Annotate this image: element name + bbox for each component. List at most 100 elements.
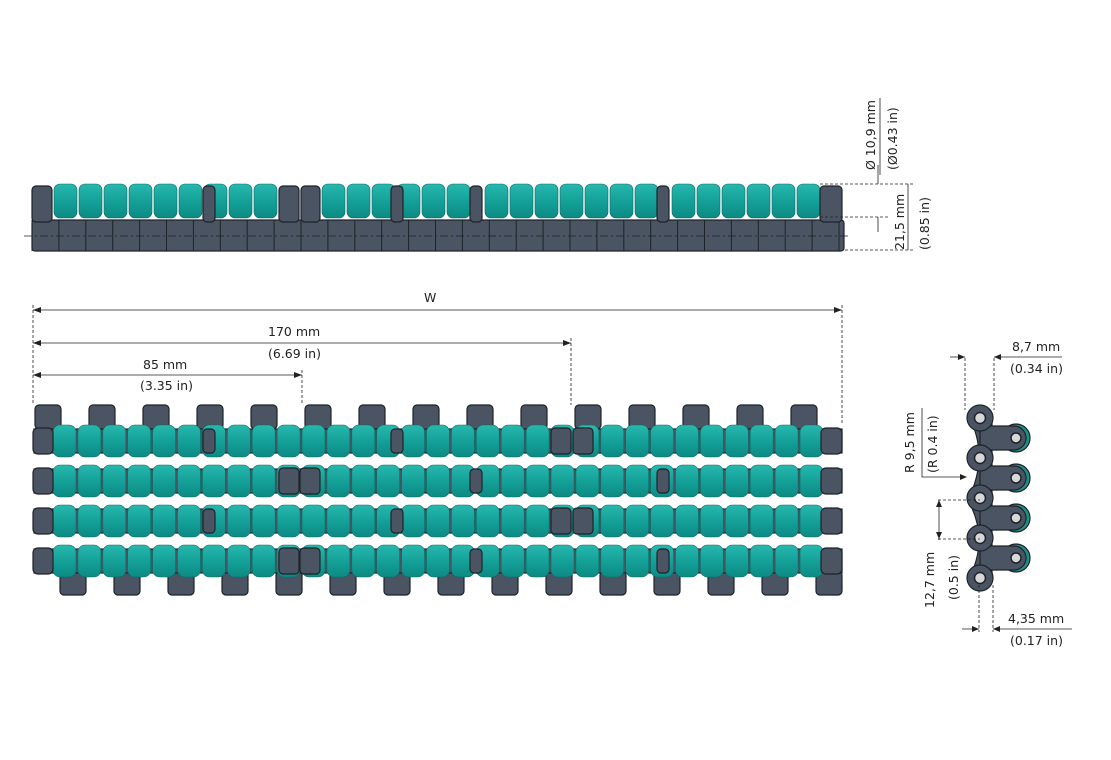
- roller: [376, 464, 401, 498]
- roller: [550, 544, 575, 578]
- roller: [749, 424, 774, 458]
- roller: [78, 183, 103, 219]
- roller: [500, 464, 525, 498]
- offset-in-label: (0.17 in): [1010, 633, 1063, 648]
- roller: [251, 504, 276, 538]
- roller: [675, 464, 699, 498]
- edge-cap: [572, 507, 594, 535]
- offset-mm-label: 4,35 mm: [1008, 611, 1064, 626]
- roller-axle: [1010, 432, 1022, 444]
- roller: [796, 183, 821, 219]
- roller: [152, 424, 176, 458]
- dim-170-mm-label: 170 mm: [268, 324, 320, 339]
- roller: [52, 504, 77, 538]
- retainer: [656, 548, 670, 574]
- side-plate: [390, 185, 404, 223]
- roller: [451, 424, 475, 458]
- roller: [675, 504, 699, 538]
- retainer: [390, 428, 404, 454]
- roller: [178, 183, 203, 219]
- roller: [749, 544, 774, 578]
- roller: [575, 464, 600, 498]
- roller: [724, 544, 749, 578]
- roller: [52, 424, 77, 458]
- plan-view-dimensions: W 170 mm (6.69 in) 85 mm (3.35 in): [32, 290, 843, 425]
- edge-cap: [299, 547, 321, 575]
- roller: [351, 424, 376, 458]
- pitch-in-label: (0.5 in): [946, 555, 961, 600]
- thickness-mm-label: 8,7 mm: [1012, 339, 1060, 354]
- roller: [609, 183, 634, 219]
- roller: [103, 183, 128, 219]
- thickness-in-label: (0.34 in): [1010, 361, 1063, 376]
- roller: [127, 424, 151, 458]
- roller: [559, 183, 584, 219]
- roller: [127, 544, 151, 578]
- side-view: [24, 183, 850, 252]
- roller: [52, 544, 77, 578]
- retainer: [202, 428, 216, 454]
- pitch-mm-label: 12,7 mm: [922, 552, 937, 608]
- roller: [102, 424, 127, 458]
- retainer: [390, 508, 404, 534]
- roller: [771, 183, 796, 219]
- roller: [128, 183, 153, 219]
- diameter-mm-label: Ø 10,9 mm: [863, 100, 878, 170]
- roller: [102, 544, 127, 578]
- roller: [525, 424, 550, 458]
- roller: [550, 464, 575, 498]
- roller: [625, 424, 650, 458]
- roller: [774, 424, 799, 458]
- roller: [426, 464, 450, 498]
- roller-arm: [979, 545, 1027, 571]
- roller: [426, 504, 450, 538]
- belt-base: [31, 219, 845, 252]
- side-plate: [819, 185, 843, 223]
- edge-cap: [299, 467, 321, 495]
- roller: [500, 424, 525, 458]
- roller: [177, 464, 201, 498]
- diameter-in-label: (Ø0.43 in): [885, 107, 900, 170]
- roller: [721, 183, 746, 219]
- roller: [799, 464, 824, 498]
- roller: [351, 544, 376, 578]
- roller: [724, 424, 749, 458]
- roller: [301, 424, 326, 458]
- roller: [401, 544, 425, 578]
- roller: [376, 544, 401, 578]
- roller: [600, 504, 625, 538]
- side-view-dimensions: Ø 10,9 mm (Ø0.43 in) 21,5 mm (0.85 in): [820, 98, 932, 251]
- dim-85-in-label: (3.35 in): [140, 378, 193, 393]
- roller: [700, 504, 724, 538]
- roller: [227, 424, 251, 458]
- roller: [446, 183, 471, 219]
- roller-arm: [979, 505, 1027, 531]
- retainer: [469, 548, 483, 574]
- roller: [152, 464, 176, 498]
- roller: [584, 183, 609, 219]
- roller: [77, 504, 102, 538]
- roller: [77, 424, 102, 458]
- roller: [228, 183, 253, 219]
- hinge-pin: [973, 571, 987, 585]
- roller: [227, 464, 251, 498]
- width-label: W: [424, 290, 436, 305]
- edge-cap: [278, 467, 300, 495]
- roller: [451, 504, 475, 538]
- roller: [534, 183, 559, 219]
- roller-axle: [1010, 552, 1022, 564]
- dim-85-mm-label: 85 mm: [143, 357, 187, 372]
- side-plate: [300, 185, 321, 223]
- hinge-pin: [973, 451, 987, 465]
- roller: [326, 544, 351, 578]
- roller: [675, 424, 699, 458]
- roller: [426, 544, 450, 578]
- radius-in-label: (R 0.4 in): [925, 415, 940, 473]
- roller: [127, 504, 151, 538]
- roller: [77, 544, 102, 578]
- side-plate: [202, 185, 216, 223]
- roller: [600, 544, 625, 578]
- edge-cap: [572, 427, 594, 455]
- roller: [227, 504, 251, 538]
